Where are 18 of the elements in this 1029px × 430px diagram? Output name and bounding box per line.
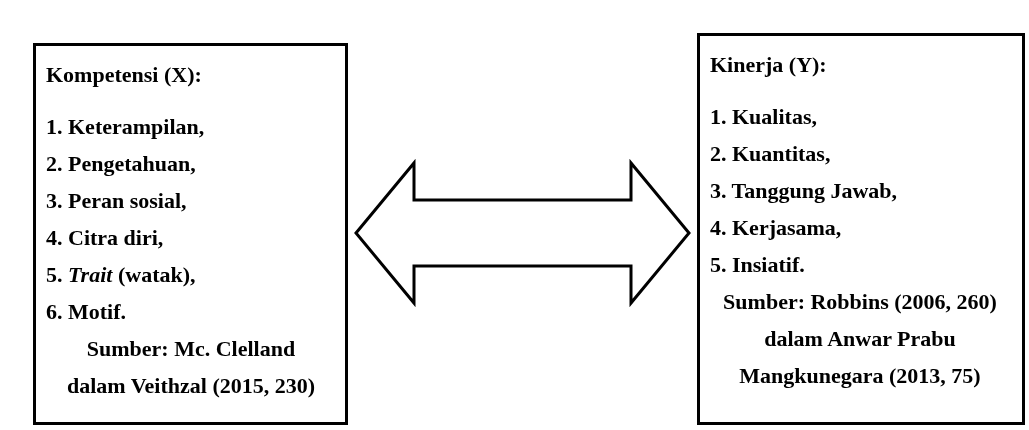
list-item: 1. Kualitas, — [710, 104, 817, 130]
text-box — [33, 43, 348, 425]
double-arrow — [354, 158, 691, 308]
list-item: 3. Peran sosial, — [46, 188, 187, 214]
list-item: 4. Kerjasama, — [710, 215, 842, 241]
list-item: 1. Keterampilan, — [46, 114, 205, 140]
list-item: 5. Insiatif. — [710, 252, 805, 278]
section-heading: Kompetensi (X): — [46, 62, 202, 88]
list-item: 2. Pengetahuan, — [46, 151, 196, 177]
list-item: 6. Motif. — [46, 299, 127, 325]
source-citation: Sumber: Robbins (2006, 260) dalam Anwar Prabu Mangkunegara (2013, 75) — [722, 288, 998, 390]
source-citation: Sumber: Mc. Clelland dalam Veithzal (2015, 230) — [65, 335, 317, 400]
list-item: 5. Trait (watak), — [46, 262, 196, 288]
list-item: 3. Tanggung Jawab, — [710, 178, 898, 204]
list-item: 2. Kuantitas, — [710, 141, 831, 167]
list-item: 4. Citra diri, — [46, 225, 164, 251]
text-box — [697, 33, 1025, 425]
section-heading: Kinerja (Y): — [710, 52, 827, 78]
